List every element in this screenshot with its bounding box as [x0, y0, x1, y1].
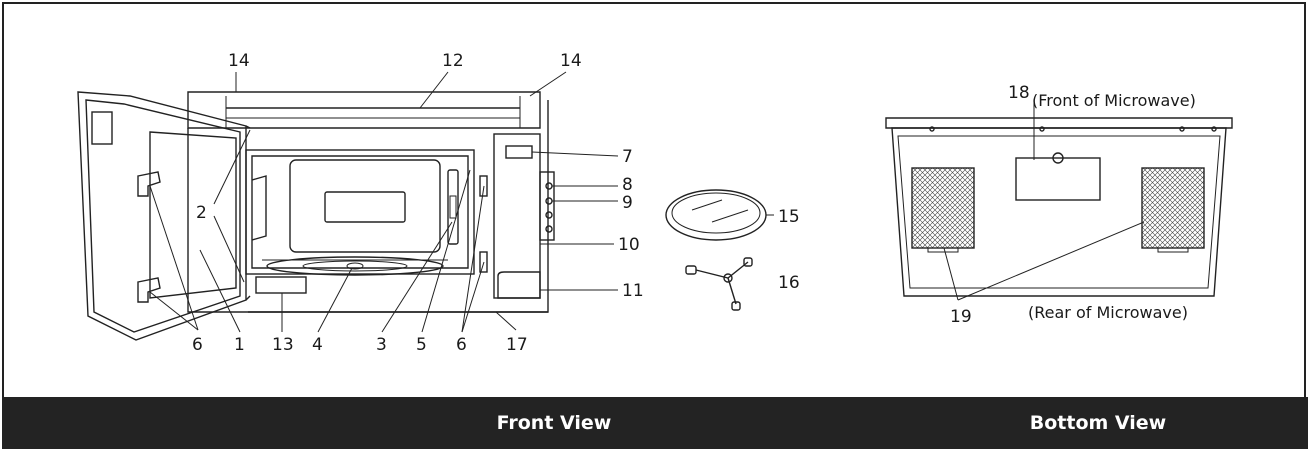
- label-10: 10: [618, 235, 640, 255]
- label-13: 13: [272, 335, 294, 355]
- leader-lines-front: [149, 71, 774, 333]
- leader-lines-bottom: [943, 102, 1145, 301]
- microwave-door: [77, 91, 251, 341]
- glass-turntable: [665, 189, 767, 241]
- label-19: 19: [950, 307, 972, 327]
- label-7: 7: [622, 147, 633, 167]
- caption-front-view: Front View: [496, 412, 612, 434]
- label-3: 3: [376, 335, 387, 355]
- label-4: 4: [312, 335, 323, 355]
- label-17: 17: [506, 335, 528, 355]
- microwave-diagram: 14 12 14 2 7 8 9 10 11 15 16 6 1 13 4 3 …: [77, 51, 1233, 355]
- microwave-body: [187, 91, 555, 313]
- caption-bar: Front View Bottom View: [2, 397, 1308, 449]
- label-8: 8: [622, 175, 633, 195]
- label-15: 15: [778, 207, 800, 227]
- label-12: 12: [442, 51, 464, 71]
- label-2: 2: [196, 203, 207, 223]
- label-5: 5: [416, 335, 427, 355]
- label-14-right: 14: [560, 51, 582, 71]
- label-9: 9: [622, 193, 633, 213]
- label-1: 1: [234, 335, 245, 355]
- caption-bottom-view: Bottom View: [1029, 412, 1167, 434]
- part-labels: 14 12 14 2 7 8 9 10 11 15 16 6 1 13 4 3 …: [192, 51, 1196, 355]
- microwave-bottom: [885, 117, 1233, 297]
- label-16: 16: [778, 273, 800, 293]
- label-11: 11: [622, 281, 644, 301]
- turntable-support: [685, 257, 753, 311]
- note-rear-of-microwave: (Rear of Microwave): [1028, 303, 1188, 322]
- label-18: 18: [1008, 83, 1030, 103]
- grease-filter-left: [911, 167, 975, 253]
- label-6-left: 6: [192, 335, 203, 355]
- label-6-right: 6: [456, 335, 467, 355]
- grease-filter-right: [1141, 167, 1205, 253]
- note-front-of-microwave: (Front of Microwave): [1032, 91, 1196, 110]
- label-14-left: 14: [228, 51, 250, 71]
